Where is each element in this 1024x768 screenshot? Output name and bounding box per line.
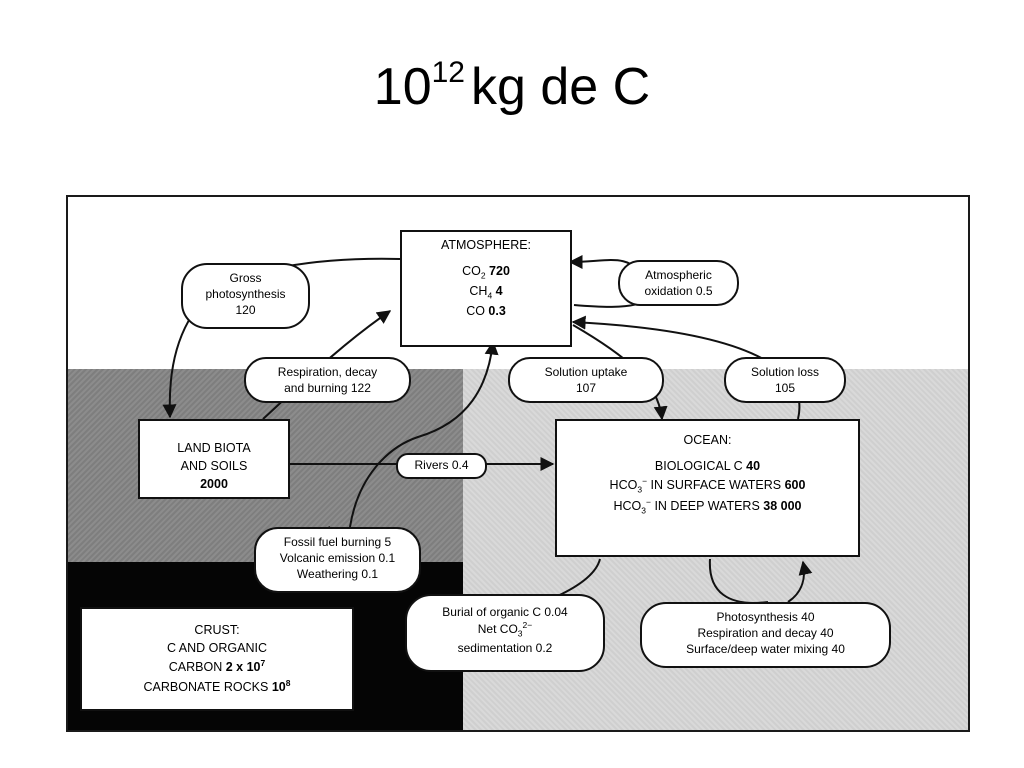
ocean-label: OCEAN:	[683, 433, 732, 447]
ocean-surface-waters: HCO3− IN SURFACE WATERS 600	[609, 476, 806, 495]
crust-box: CRUST: C AND ORGANIC CARBON 2 x 107 CARB…	[80, 607, 354, 711]
atmosphere-label: ATMOSPHERE:	[440, 238, 532, 252]
atmosphere-ch4: CH4 4	[469, 283, 503, 301]
atmosphere-box: ATMOSPHERE: CO2 720 CH4 4 CO 0.3	[400, 230, 572, 347]
atmospheric-oxidation-label: Atmospheric oxidation 0.5	[618, 260, 739, 306]
gross-photosynthesis-label: Gross photosynthesis 120	[181, 263, 310, 329]
atmosphere-co: CO 0.3	[466, 303, 506, 318]
ocean-mixing-arrow-up	[787, 560, 813, 603]
burial-net-co3: Net CO32−	[477, 620, 533, 639]
land-biota-box: LAND BIOTA AND SOILS 2000	[138, 419, 290, 499]
respiration-label: Respiration, decay and burning 122	[244, 357, 411, 403]
crust-carbonate-rocks: CARBONATE ROCKS 108	[143, 677, 291, 694]
rivers-label: Rivers 0.4	[396, 453, 487, 479]
title-exponent: 12	[431, 56, 465, 89]
carbon-cycle-diagram: ATMOSPHERE: CO2 720 CH4 4 CO 0.3 Gross p…	[66, 195, 970, 732]
atmosphere-co2: CO2 720	[462, 264, 510, 281]
ocean-mixing-arrow-down	[708, 558, 769, 604]
solution-loss-label: Solution loss 105	[724, 357, 846, 403]
title-unit: kg de C	[471, 58, 651, 116]
crust-carbon: CARBON 2 x 107	[168, 658, 266, 675]
ocean-internal-flux-label: Photosynthesis 40 Respiration and decay …	[640, 602, 891, 668]
fossil-fuel-arrow	[349, 340, 499, 528]
fossil-fuel-label: Fossil fuel burning 5 Volcanic emission …	[254, 527, 421, 593]
ocean-biological-c: BIOLOGICAL C 40	[654, 459, 761, 474]
ocean-box: OCEAN: BIOLOGICAL C 40 HCO3− IN SURFACE …	[555, 419, 860, 557]
solution-uptake-label: Solution uptake 107	[508, 357, 664, 403]
ocean-deep-waters: HCO3− IN DEEP WATERS 38 000	[613, 497, 802, 516]
burial-label: Burial of organic C 0.04 Net CO32− sedim…	[405, 594, 605, 672]
title-base: 10	[373, 58, 432, 116]
land-value: 2000	[200, 477, 228, 492]
